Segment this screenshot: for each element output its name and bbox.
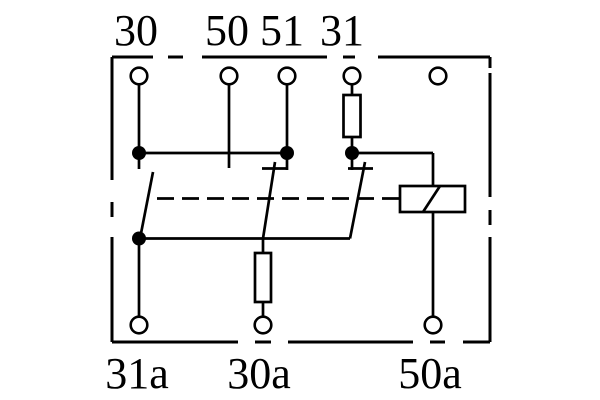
terminal-31-circle <box>342 66 362 86</box>
terminal-50-circle <box>219 66 239 86</box>
switch-arm-2 <box>261 161 277 239</box>
label-terminal-50a: 50a <box>398 349 462 398</box>
relay-coil-diagonal <box>421 185 442 213</box>
terminal-30a-circle <box>253 315 273 335</box>
fuse-30a <box>253 251 273 304</box>
fuse-31 <box>342 93 362 139</box>
switch-arm-3 <box>348 161 367 239</box>
terminal-50a-circle <box>423 315 443 335</box>
terminal-unlabeled-circle <box>428 66 448 86</box>
label-terminal-51: 51 <box>260 6 304 55</box>
label-terminal-31a: 31a <box>105 349 169 398</box>
label-terminal-30: 30 <box>114 6 158 55</box>
terminal-31a-circle <box>129 315 149 335</box>
junction-dot-lower-bus <box>132 231 146 246</box>
label-terminal-31: 31 <box>320 6 364 55</box>
terminal-30-circle <box>129 66 149 86</box>
junction-dot-51-bus <box>280 146 294 160</box>
label-terminal-50: 50 <box>205 6 249 55</box>
junction-dot-30-bus <box>132 146 146 160</box>
switch-arm-1 <box>138 171 155 239</box>
terminal-51-circle <box>277 66 297 86</box>
label-terminal-30a: 30a <box>227 349 291 398</box>
junction-dot-31-bus <box>345 146 359 160</box>
